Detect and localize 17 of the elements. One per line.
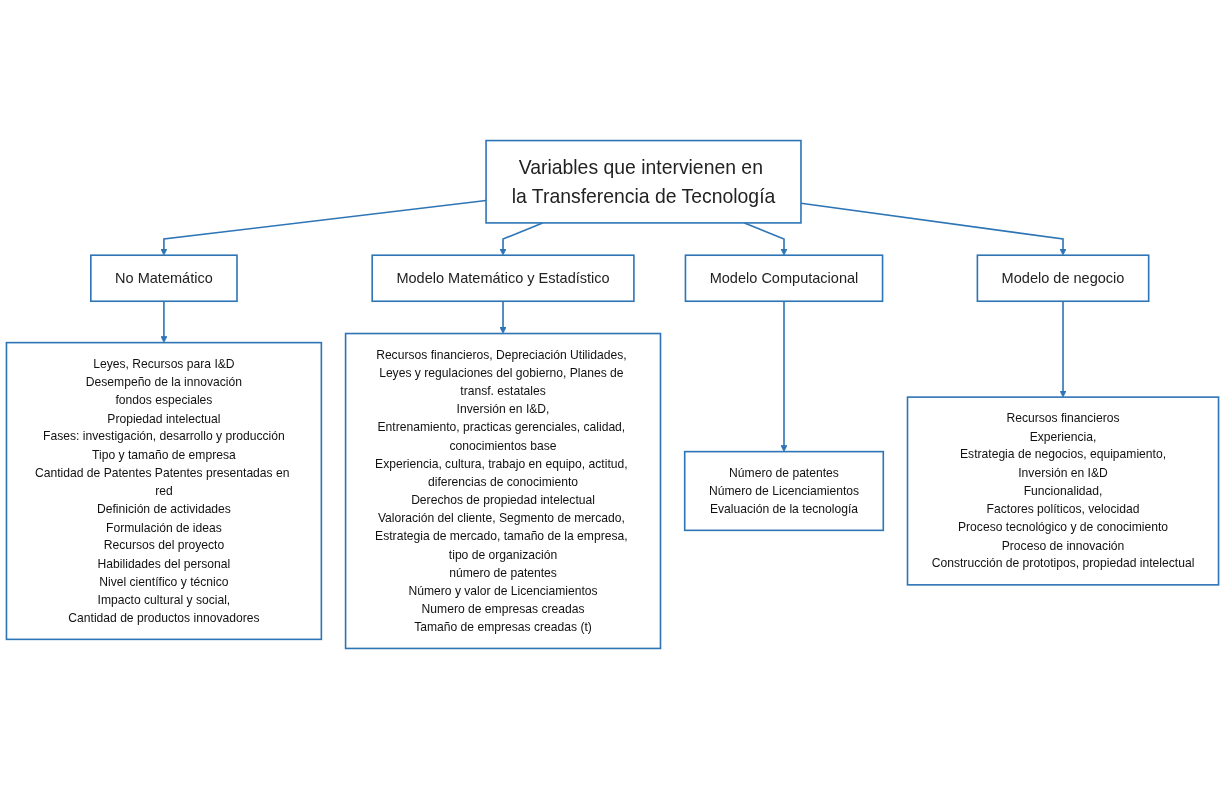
arrow <box>160 300 168 343</box>
node-box: Variables que intervienen en la Transferencia de Tecnología <box>485 139 802 224</box>
arrow <box>160 199 487 256</box>
node-box: Modelo de negocio <box>976 254 1150 303</box>
node-box: Recursos financieros Experiencia, Estrategia de negocios, equipamiento, Inversión en I&D Funcionalidad, Factores políticos, velocidad Proceso tecnológico y de conocimiento Proceso de innovación Construcción de prototipos, propiedad intelectual <box>906 396 1220 586</box>
arrow <box>800 202 1067 256</box>
arrow <box>499 300 507 334</box>
node-box: Recursos financieros, Depreciación Utilidades, Leyes y regulaciones del gobierno, Planes de transf. estatales Inversión en I&D, Entrenamiento, practicas gerenciales, calidad, conocimientos base Experiencia, cultura, trabajo en equipo, actitud, diferencias de conocimiento Derechos de propiedad intelectual Valoración del cliente, Segmento de mercado, Estrategia de mercado, tamaño de la empresa, tipo de organización número de patentes Número y valor de Licenciamientos Numero de empresas creadas Tamaño de empresas creadas (t) <box>344 332 662 650</box>
node-box: No Matemático <box>90 254 238 303</box>
node-box: Leyes, Recursos para I&D Desempeño de la innovación fondos especiales Propiedad intelectual Fases: investigación, desarrollo y producción Tipo y tamaño de empresa Cantidad de Patentes Patentes presentadas en red Definición de actividades Formulación de ideas Recursos del proyecto Habilidades del personal Nivel científico y técnico Impacto cultural y social, Cantidad de productos innovadores <box>5 341 323 641</box>
arrow <box>743 222 788 256</box>
arrow <box>1059 300 1067 398</box>
arrow <box>780 300 788 452</box>
node-box: Modelo Matemático y Estadístico <box>371 254 635 303</box>
node-box: Modelo Computacional <box>684 254 884 303</box>
arrow <box>499 222 544 256</box>
node-box: Número de patentes Número de Licenciamientos Evaluación de la tecnología <box>683 450 885 532</box>
